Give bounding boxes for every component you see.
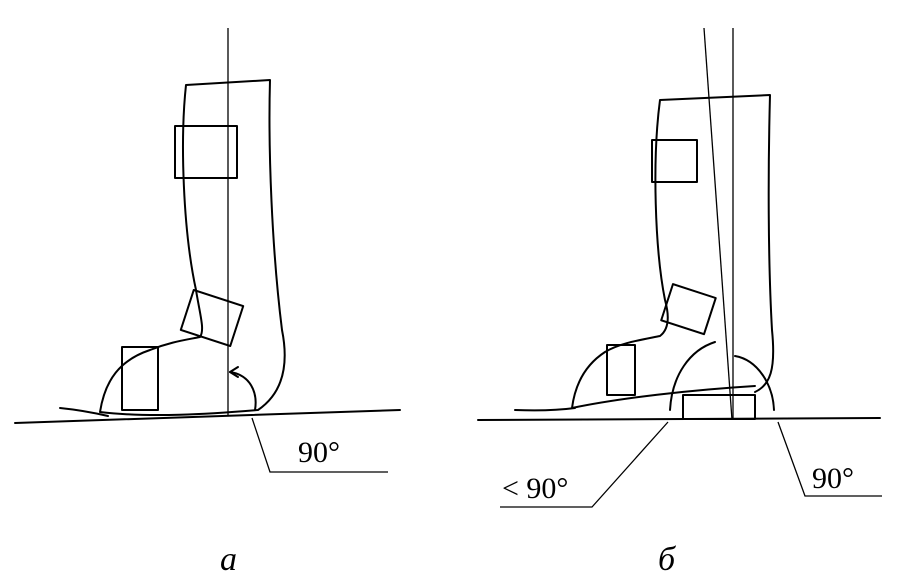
strap-upper-b [651,139,698,183]
heel-wedge-b [682,394,756,420]
strap-upper-a [174,125,238,179]
tilted-axis-b [703,27,733,421]
angle-label-a: 90° [298,436,340,469]
angle-label-right-b: 90° [812,462,854,495]
figure-b: < 90° 90° б [477,27,882,578]
ground-line-a [14,409,401,424]
arrow-icon [229,366,239,378]
boot-outline-a [99,79,286,417]
figure-a: 90° а [14,28,401,578]
boot-outline-b [571,94,775,409]
ground-line-b [477,417,881,421]
toe-line-a [59,407,109,417]
caption-b: б [658,541,677,578]
leader-line-a [251,417,388,473]
toe-line-b [514,407,576,412]
leader-line-right-b [777,421,882,497]
angle-arc-right-b [734,355,775,411]
angle-arc-a [229,371,257,411]
strap-ankle-b [660,283,717,336]
angle-label-left-b: < 90° [502,472,568,505]
strap-toe-b [606,344,636,396]
caption-a: а [220,541,237,578]
strap-toe-a [121,346,159,411]
angle-arc-left-b [669,341,716,411]
leader-line-left-b [500,421,669,508]
strap-ankle-a [179,288,245,348]
